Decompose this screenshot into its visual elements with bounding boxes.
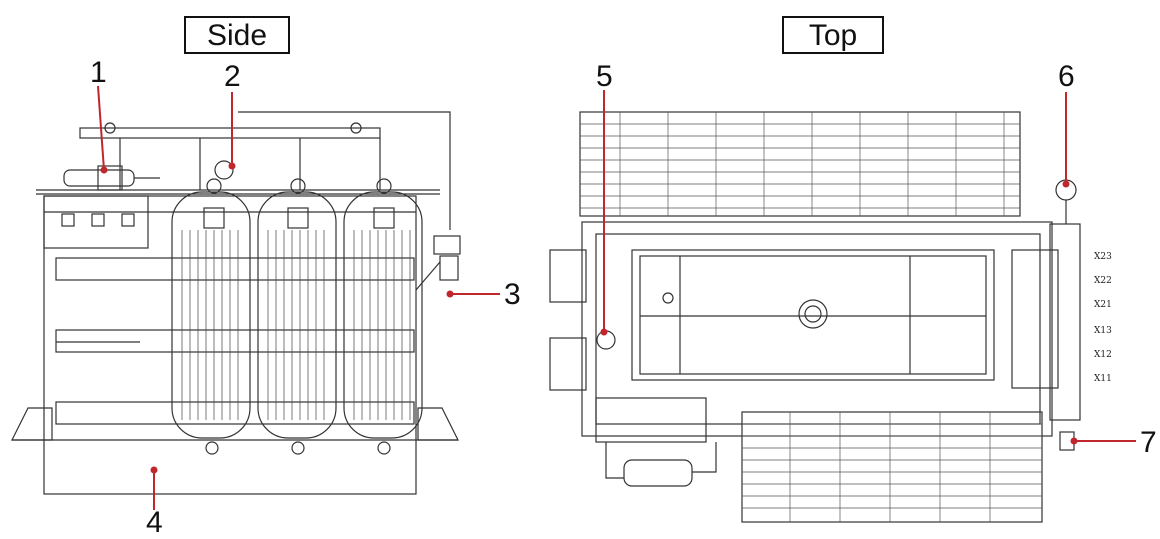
callout-2: 2 [224, 60, 241, 93]
radiator-fins [181, 230, 411, 420]
terminal-label-x21: X21 [1094, 300, 1112, 310]
callout-1: 1 [90, 56, 107, 89]
terminal-label-x11: X11 [1094, 374, 1112, 384]
top-view-title: Top [782, 16, 884, 54]
terminal-label-x23: X23 [1094, 252, 1112, 262]
callout-leaders [97, 85, 1136, 510]
side-view-title: Side [184, 16, 290, 54]
top-radiator-slats [580, 112, 1042, 522]
terminal-label-x13: X13 [1094, 326, 1112, 336]
callout-7: 7 [1140, 426, 1157, 459]
callout-4: 4 [146, 506, 163, 539]
callout-3: 3 [504, 278, 521, 311]
callout-5: 5 [596, 60, 613, 93]
terminal-label-x12: X12 [1094, 350, 1112, 360]
top-view-drawing [549, 111, 1081, 523]
side-view-drawing [11, 111, 459, 495]
callout-6: 6 [1058, 60, 1075, 93]
terminal-label-x22: X22 [1094, 276, 1112, 286]
